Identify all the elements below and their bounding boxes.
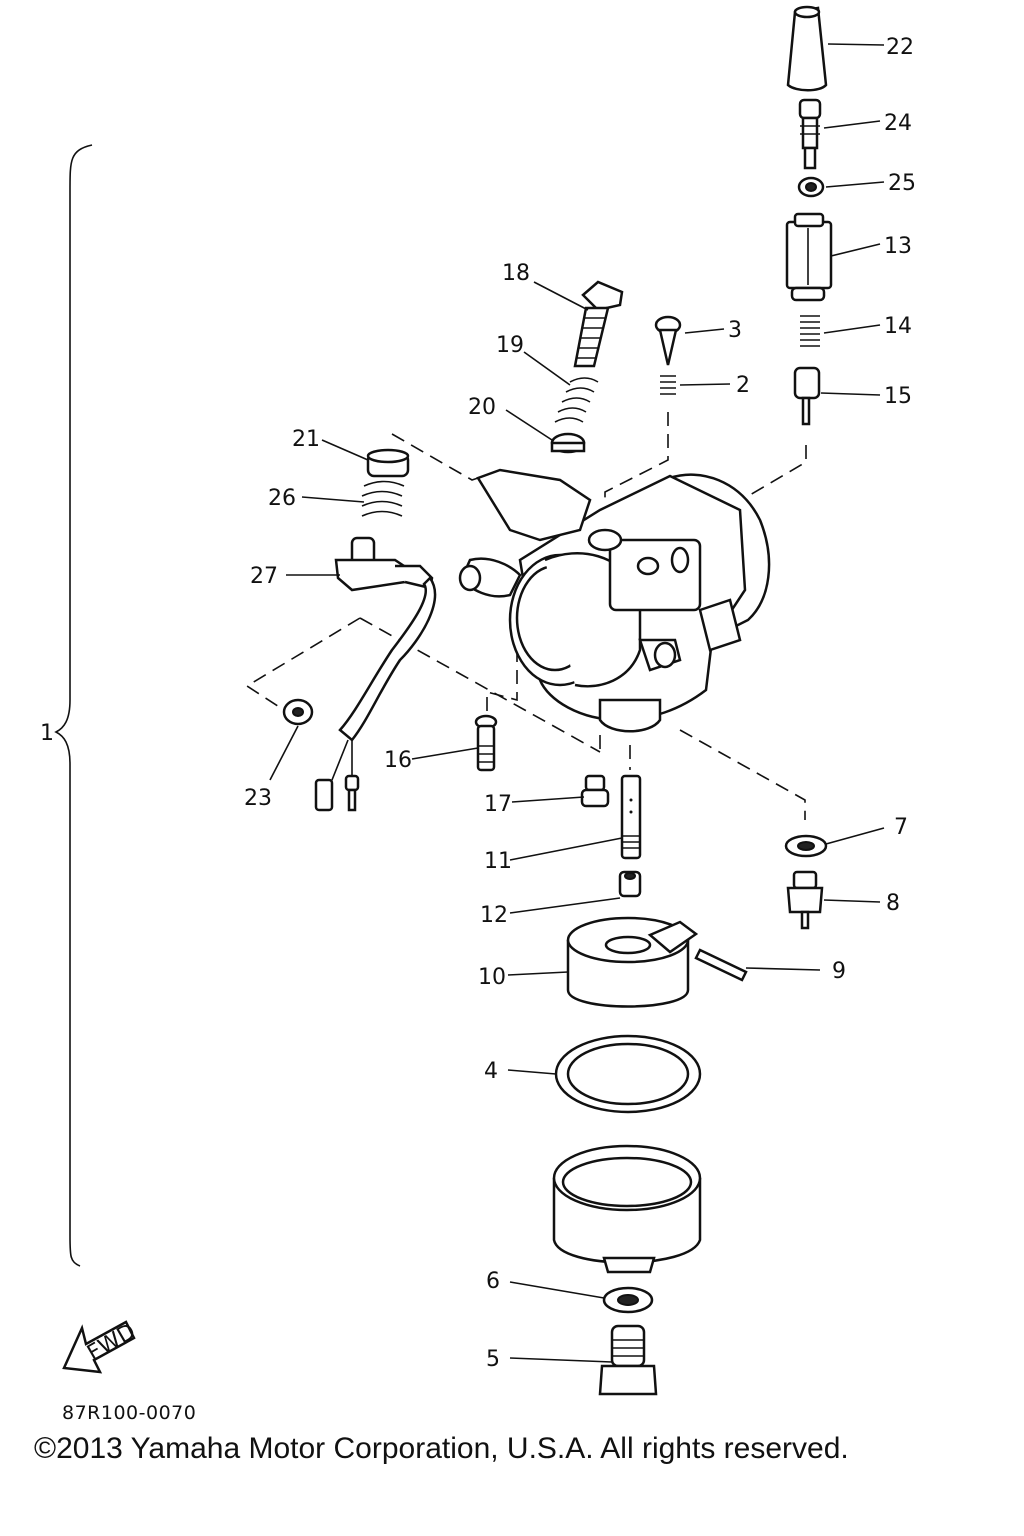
callout-4: 4 (484, 1059, 498, 1084)
callout-9: 9 (832, 959, 846, 984)
diagram-code: 87R100-0070 (62, 1402, 197, 1424)
callout-18: 18 (502, 261, 530, 286)
part-24-fitting (798, 98, 822, 170)
part-23-washer (282, 698, 314, 726)
callout-17: 17 (484, 792, 512, 817)
part-9-pin (694, 948, 748, 982)
callout-27: 27 (250, 564, 278, 589)
part-17-screw (580, 774, 610, 808)
part-14-spring (800, 315, 820, 347)
part-13-body (785, 212, 833, 302)
fwd-arrow-icon: FWD (62, 1319, 140, 1374)
callout-26: 26 (268, 486, 296, 511)
part-20-washer (550, 432, 586, 454)
callout-19: 19 (496, 333, 524, 358)
callout-6: 6 (486, 1269, 500, 1294)
callout-14: 14 (884, 314, 912, 339)
part-22-cap (786, 5, 828, 92)
callout-1: 1 (40, 721, 54, 746)
callout-22: 22 (886, 35, 914, 60)
callout-16: 16 (384, 748, 412, 773)
carburetor-body (458, 468, 771, 733)
part-18-screw (573, 280, 624, 368)
copyright-notice: ©2013 Yamaha Motor Corporation, U.S.A. A… (34, 1432, 849, 1465)
callout-13: 13 (884, 234, 912, 259)
part-12-jet (618, 870, 642, 898)
part-5-plug (598, 1324, 658, 1396)
part-15-plunger (793, 366, 821, 426)
float-bowl (552, 1144, 702, 1274)
part-26-spring (361, 480, 405, 517)
part-3-screw (654, 315, 682, 366)
callout-12: 12 (480, 903, 508, 928)
part-16-screw (474, 714, 498, 772)
callout-labels: 22 24 25 13 14 15 3 2 18 19 20 21 26 27 … (40, 35, 916, 1372)
part-25-nut (797, 176, 825, 198)
callout-7: 7 (894, 815, 908, 840)
part-6-washer (602, 1286, 654, 1314)
part-10-float (566, 916, 699, 1008)
part-11-needle-jet (620, 774, 642, 860)
callout-11: 11 (484, 849, 512, 874)
callout-5: 5 (486, 1347, 500, 1372)
part-7-washer (784, 834, 828, 858)
svg-text:FWD: FWD (83, 1319, 140, 1366)
callout-10: 10 (478, 965, 506, 990)
callout-3: 3 (728, 318, 742, 343)
callout-24: 24 (884, 111, 912, 136)
callout-20: 20 (468, 395, 496, 420)
callout-15: 15 (884, 384, 912, 409)
callout-8: 8 (886, 891, 900, 916)
callout-2: 2 (736, 373, 750, 398)
part-21-cap (366, 448, 410, 478)
part-4-gasket (554, 1034, 702, 1114)
callout-25: 25 (888, 171, 916, 196)
assembly-brace (54, 144, 93, 1267)
leader-lines (269, 43, 885, 1363)
part-19-spring (554, 377, 599, 423)
part-8-valve (786, 870, 824, 930)
part-27-switch (314, 536, 437, 812)
part-2-spring (660, 375, 676, 395)
callout-23: 23 (244, 786, 272, 811)
callout-21: 21 (292, 427, 320, 452)
